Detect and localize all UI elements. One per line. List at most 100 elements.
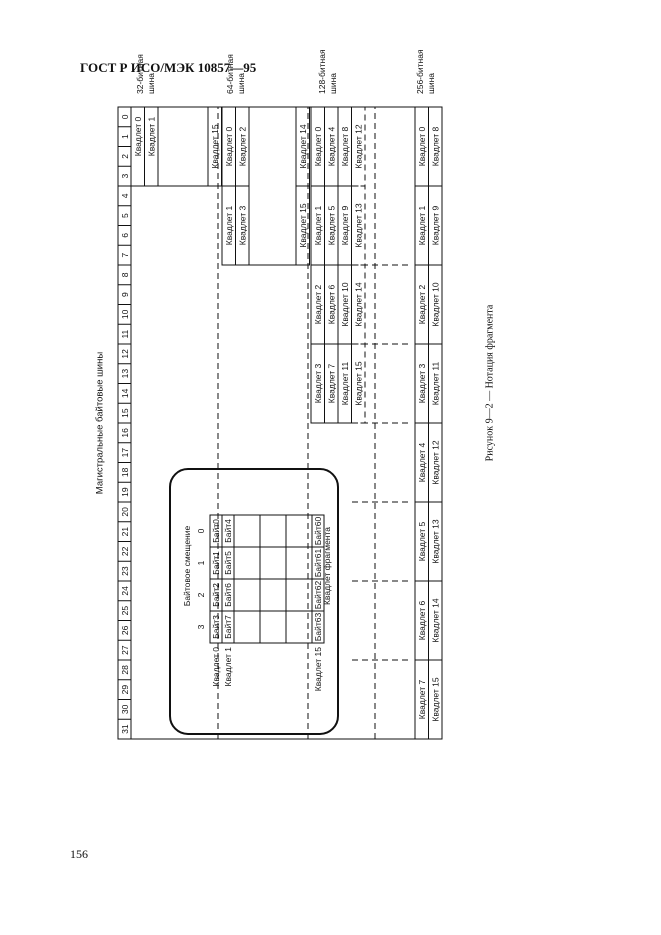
bus256-width-label: шина xyxy=(426,73,436,94)
bus64-width-label: 64-битная xyxy=(225,54,235,94)
lane-number: 28 xyxy=(120,665,130,675)
bus128-quadlet-label: Квадлет 13 xyxy=(353,203,363,247)
lane-number: 6 xyxy=(120,233,130,238)
bus128-quadlet xyxy=(351,106,366,187)
bus128-quadlet-label: Квадлет 10 xyxy=(340,282,350,326)
lane-number: 20 xyxy=(120,507,130,517)
byte-cell: Байт2 xyxy=(211,583,221,607)
bus128-quadlet-label: Квадлет 3 xyxy=(313,364,323,404)
bus128-quadlet-label: Квадлет 1 xyxy=(313,206,323,246)
fragment-notation-diagram: Магистральные байтовые шины3130292827262… xyxy=(95,49,496,740)
bus128-quadlet-label: Квадлет 0 xyxy=(313,127,323,167)
bus128-quadlet-label: Квадлет 14 xyxy=(353,282,363,326)
lane-number: 11 xyxy=(120,329,130,338)
fragment-title: Квадлет фрагмента xyxy=(322,527,332,605)
figure-caption: Рисунок 9—2 — Нотация фрагмента xyxy=(485,304,496,461)
fragment-row-label: Квадлет 1 xyxy=(223,647,233,687)
lane-number: 0 xyxy=(120,114,130,119)
bus128-width-label: 128-битная xyxy=(317,49,327,94)
bus128-quadlet-label: Квадлет 2 xyxy=(313,285,323,325)
bus64-quadlet-label: Квадлет 14 xyxy=(298,124,308,168)
bus256-quadlet-label: Квадлет 5 xyxy=(417,522,427,562)
bus128-quadlet xyxy=(351,343,366,424)
byte-cell: Байт4 xyxy=(223,519,233,543)
byte-cell: Байт1 xyxy=(211,551,221,575)
bus256-quadlet-label: Квадлет 12 xyxy=(430,440,440,484)
bus128-quadlet xyxy=(337,106,352,187)
fragment-frame xyxy=(169,468,339,735)
lane-number: 14 xyxy=(120,388,130,398)
lane-number: 5 xyxy=(120,213,130,218)
bus128-quadlet-label: Квадлет 12 xyxy=(353,124,363,168)
bus256-width-label: 256-битная xyxy=(415,49,425,94)
lane-number: 2 xyxy=(120,154,130,159)
lane-number: 3 xyxy=(120,173,130,178)
lane-number: 29 xyxy=(120,685,130,695)
byte-cell: Байт61 xyxy=(313,549,323,578)
byte-offset-number: 2 xyxy=(196,592,206,597)
lane-number: 30 xyxy=(120,704,130,714)
lane-number: 16 xyxy=(120,428,130,438)
byte-cell: Байт60 xyxy=(313,517,323,546)
lane-number: 7 xyxy=(120,252,130,257)
lane-number: 22 xyxy=(120,546,130,556)
bus32-quadlet-label: Квадлет 15 xyxy=(210,124,220,168)
bus128-quadlet-label: Квадлет 5 xyxy=(326,206,336,246)
bus256-quadlet-label: Квадлет 4 xyxy=(417,443,427,483)
bus32-quadlet-label: Квадлет 0 xyxy=(133,117,143,157)
byte-offset-number: 1 xyxy=(196,560,206,565)
lane-number: 9 xyxy=(120,292,130,297)
lane-number: 1 xyxy=(120,134,130,139)
bus32-quadlet-label: Квадлет 1 xyxy=(146,117,156,157)
lane-number: 24 xyxy=(120,586,130,596)
lane-number: 21 xyxy=(120,527,130,537)
bus64-quadlet xyxy=(235,106,250,187)
byte-offset-title: Байтовое смещение xyxy=(182,526,192,607)
fragment-row-label: Квадлет 0 xyxy=(211,647,221,687)
fragment-row-label: Квадлет 15 xyxy=(313,647,323,691)
bus256-quadlet-label: Квадлет 10 xyxy=(430,282,440,326)
bus-lanes-title: Магистральные байтовые шины xyxy=(95,352,106,495)
lane-number: 10 xyxy=(120,309,130,319)
bus128-quadlet-label: Квадлет 15 xyxy=(353,361,363,405)
bus32-width-label: 32-битная xyxy=(135,54,145,94)
bus128-quadlet-label: Квадлет 4 xyxy=(326,127,336,167)
lane-number: 27 xyxy=(120,645,130,655)
bus256-quadlet-label: Квадлет 15 xyxy=(430,677,440,721)
lane-number: 4 xyxy=(120,193,130,198)
byte-cell: Байт62 xyxy=(313,581,323,610)
byte-cell: Байт7 xyxy=(223,615,233,639)
bus64-quadlet-label: Квадлет 1 xyxy=(224,206,234,246)
byte-cell: Байт0 xyxy=(211,519,221,543)
bus128-quadlet-label: Квадлет 6 xyxy=(326,285,336,325)
bus256-quadlet-label: Квадлет 1 xyxy=(417,206,427,246)
byte-offset-number: 3 xyxy=(196,624,206,629)
lane-number: 8 xyxy=(120,272,130,277)
lane-number: 23 xyxy=(120,566,130,576)
lane-number: 18 xyxy=(120,467,130,477)
bus64-width-label: шина xyxy=(236,73,246,94)
lane-number: 25 xyxy=(120,606,130,616)
document-header: ГОСТ Р ИСО/МЭК 10857—95 xyxy=(80,60,257,75)
lane-number: 19 xyxy=(120,487,130,497)
bus128-quadlet-label: Квадлет 9 xyxy=(340,206,350,246)
bus256-quadlet-label: Квадлет 14 xyxy=(430,598,440,642)
bus64-quadlet-label: Квадлет 2 xyxy=(237,127,247,167)
bus256-quadlet-label: Квадлет 0 xyxy=(417,127,427,167)
byte-offset-number: 0 xyxy=(196,528,206,533)
bus128-quadlet-label: Квадлет 7 xyxy=(326,364,336,404)
byte-cell: Байт6 xyxy=(223,583,233,607)
bus256-quadlet-label: Квадлет 8 xyxy=(430,127,440,167)
lane-number: 26 xyxy=(120,625,130,635)
bus32-quadlet-1 xyxy=(144,106,159,187)
bus256-quadlet-label: Квадлет 11 xyxy=(430,361,440,405)
lane-number: 13 xyxy=(120,369,130,379)
bus128-quadlet-label: Квадлет 11 xyxy=(340,361,350,405)
bus128-width-label: шина xyxy=(328,73,338,94)
bus64-quadlet xyxy=(295,106,310,187)
bus256-quadlet-label: Квадлет 7 xyxy=(417,680,427,720)
byte-cell: Байт3 xyxy=(211,615,221,639)
lane-number: 15 xyxy=(120,408,130,418)
bus64-quadlet-label: Квадлет 3 xyxy=(237,206,247,246)
